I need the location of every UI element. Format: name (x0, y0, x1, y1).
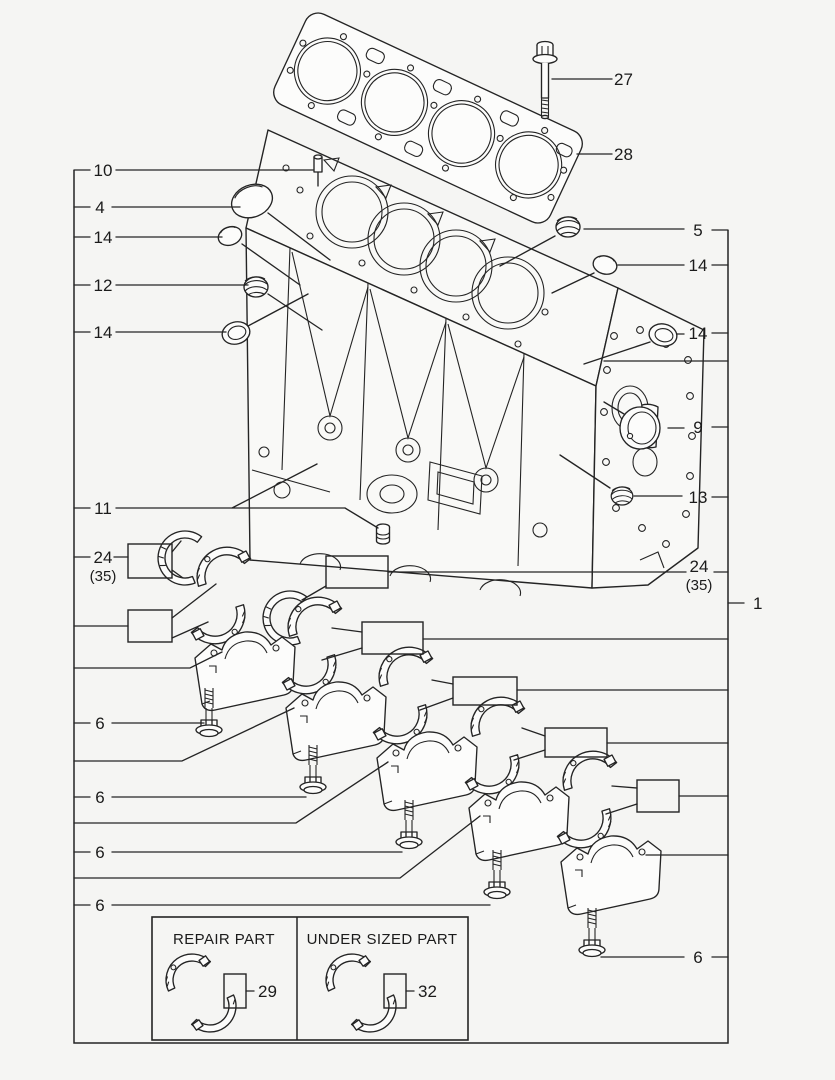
main-bearing-group-5 (553, 741, 662, 958)
callout-leaders (73, 78, 745, 958)
undersized-bearing-shell-icon (315, 943, 407, 1043)
callout-leader (241, 243, 301, 286)
callout-leader (267, 212, 331, 261)
callout-label-4: 4 (95, 198, 104, 217)
cylinder-block-illustration (245, 129, 705, 597)
callout-leader (603, 401, 625, 415)
callout-label-32: 32 (418, 982, 437, 1001)
callout-label-28: 28 (614, 145, 633, 164)
callout-label-6: 6 (693, 948, 702, 967)
callout-label-24: 24 (94, 548, 113, 567)
callout-label-14: 14 (94, 228, 113, 247)
camshaft-bushing-illustration (619, 403, 661, 450)
screw-plug-illustration (555, 216, 581, 238)
screw-plug-illustration (610, 486, 634, 506)
callout-label-12: 12 (94, 276, 113, 295)
cup-plug-small-illustration (590, 252, 620, 278)
callout-leader (267, 293, 323, 331)
main-bearing-group-4 (461, 687, 570, 900)
callout-label-5: 5 (693, 221, 702, 240)
main-bearing-group-2 (278, 587, 387, 795)
legend-title-repair-part: REPAIR PART (173, 931, 275, 948)
callout-labels: 27 28 10 4 14 12 14 11 24 (35) 6 6 6 6 5… (90, 70, 763, 967)
callout-leader (247, 293, 309, 327)
main-bearing-group-3 (369, 637, 478, 850)
callout-leader (583, 341, 651, 365)
legend-box: REPAIR PART UNDER SIZED PART 29 32 (151, 916, 469, 1043)
callout-label-13: 13 (689, 488, 708, 507)
head-gasket-illustration (273, 12, 583, 224)
callout-leader (559, 454, 611, 489)
dowel-pin-illustration (313, 154, 323, 187)
callout-label-6: 6 (95, 788, 104, 807)
callout-label-29: 29 (258, 982, 277, 1001)
callout-label-14: 14 (689, 324, 708, 343)
oil-jet-illustration (375, 523, 391, 545)
callout-label-10: 10 (94, 161, 113, 180)
legend-title-under-sized-part: UNDER SIZED PART (307, 931, 458, 948)
left-assembly-bracket (73, 170, 729, 1044)
cup-plug-large-illustration (230, 183, 274, 219)
screw-plug-illustration (243, 276, 269, 298)
repair-bearing-shell-icon (155, 943, 247, 1043)
callout-label-6: 6 (95, 843, 104, 862)
callout-label-1: 1 (753, 594, 762, 613)
callout-label-27: 27 (614, 70, 633, 89)
callout-leader (499, 235, 556, 267)
callout-label-9: 9 (693, 418, 702, 437)
callout-label-14: 14 (689, 256, 708, 275)
callout-label-35: (35) (686, 577, 713, 594)
cup-plug-small-illustration (214, 222, 246, 250)
callout-label-35: (35) (90, 568, 117, 585)
callout-label-6: 6 (95, 714, 104, 733)
callout-leader (551, 272, 595, 294)
callout-label-14: 14 (94, 323, 113, 342)
head-bolt-illustration (532, 40, 558, 120)
callout-label-24: 24 (690, 557, 709, 576)
callout-label-6: 6 (95, 896, 104, 915)
callout-label-11: 11 (94, 499, 112, 518)
